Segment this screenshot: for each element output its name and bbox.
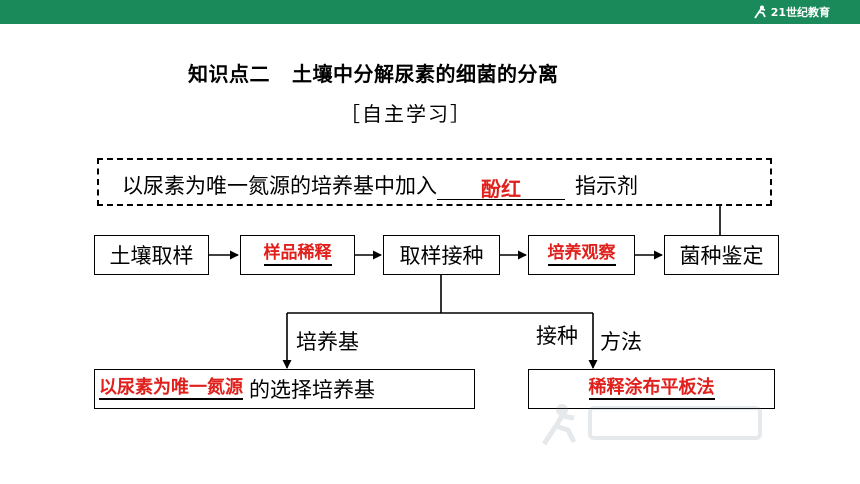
section-subtitle: ［自主学习］ — [340, 102, 472, 126]
flow-step-4-answer: 培养观察 — [547, 244, 616, 266]
watermark-logo-icon — [541, 404, 762, 446]
flow-step-3-label: 取样接种 — [399, 244, 484, 268]
top-banner: 21世纪教育 — [0, 0, 860, 24]
branch-left-label: 培养基 — [296, 330, 359, 354]
brand-logo-text: 21世纪教育 — [770, 6, 830, 19]
flow-step-inoculation: 取样接种 — [383, 235, 500, 275]
selective-medium-box: 以尿素为唯一氮源 的选择培养基 — [94, 369, 475, 409]
flow-step-5-label: 菌种鉴定 — [679, 244, 764, 268]
selective-medium-suffix: 的选择培养基 — [249, 378, 375, 402]
page-title: 知识点二土壤中分解尿素的细菌的分离 — [188, 58, 708, 87]
brand-watermark — [540, 400, 770, 457]
runner-icon — [753, 5, 766, 19]
indicator-sentence: 以尿素为唯一氮源的培养基中加入 酚红 指示剂 — [122, 170, 638, 201]
indicator-suffix: 指示剂 — [575, 174, 638, 198]
flow-step-strain-identification: 菌种鉴定 — [664, 235, 779, 275]
branch-right-label-prefix: 接种 — [536, 324, 578, 348]
indicator-answer: 酚红 — [481, 177, 521, 201]
brand-logo: 21世纪教育 — [752, 3, 830, 21]
indicator-prefix: 以尿素为唯一氮源的培养基中加入 — [122, 174, 437, 198]
indicator-blank: 酚红 — [437, 173, 565, 201]
flow-step-2-answer: 样品稀释 — [263, 244, 332, 266]
title-part-2: 土壤中分解尿素的细菌的分离 — [292, 62, 559, 86]
selective-medium-answer: 以尿素为唯一氮源 — [99, 377, 243, 401]
flow-step-sample-dilution: 样品稀释 — [240, 235, 355, 275]
inoculation-method-box: 稀释涂布平板法 — [528, 369, 775, 409]
title-part-1: 知识点二 — [188, 62, 270, 86]
flow-step-1-label: 土壤取样 — [109, 244, 194, 268]
flow-step-culture-observation: 培养观察 — [528, 235, 635, 275]
inoculation-method-answer: 稀释涂布平板法 — [588, 377, 715, 401]
flow-step-soil-sampling: 土壤取样 — [94, 235, 209, 275]
indicator-dashed-box — [97, 158, 772, 206]
branch-right-label-suffix: 方法 — [600, 330, 642, 354]
